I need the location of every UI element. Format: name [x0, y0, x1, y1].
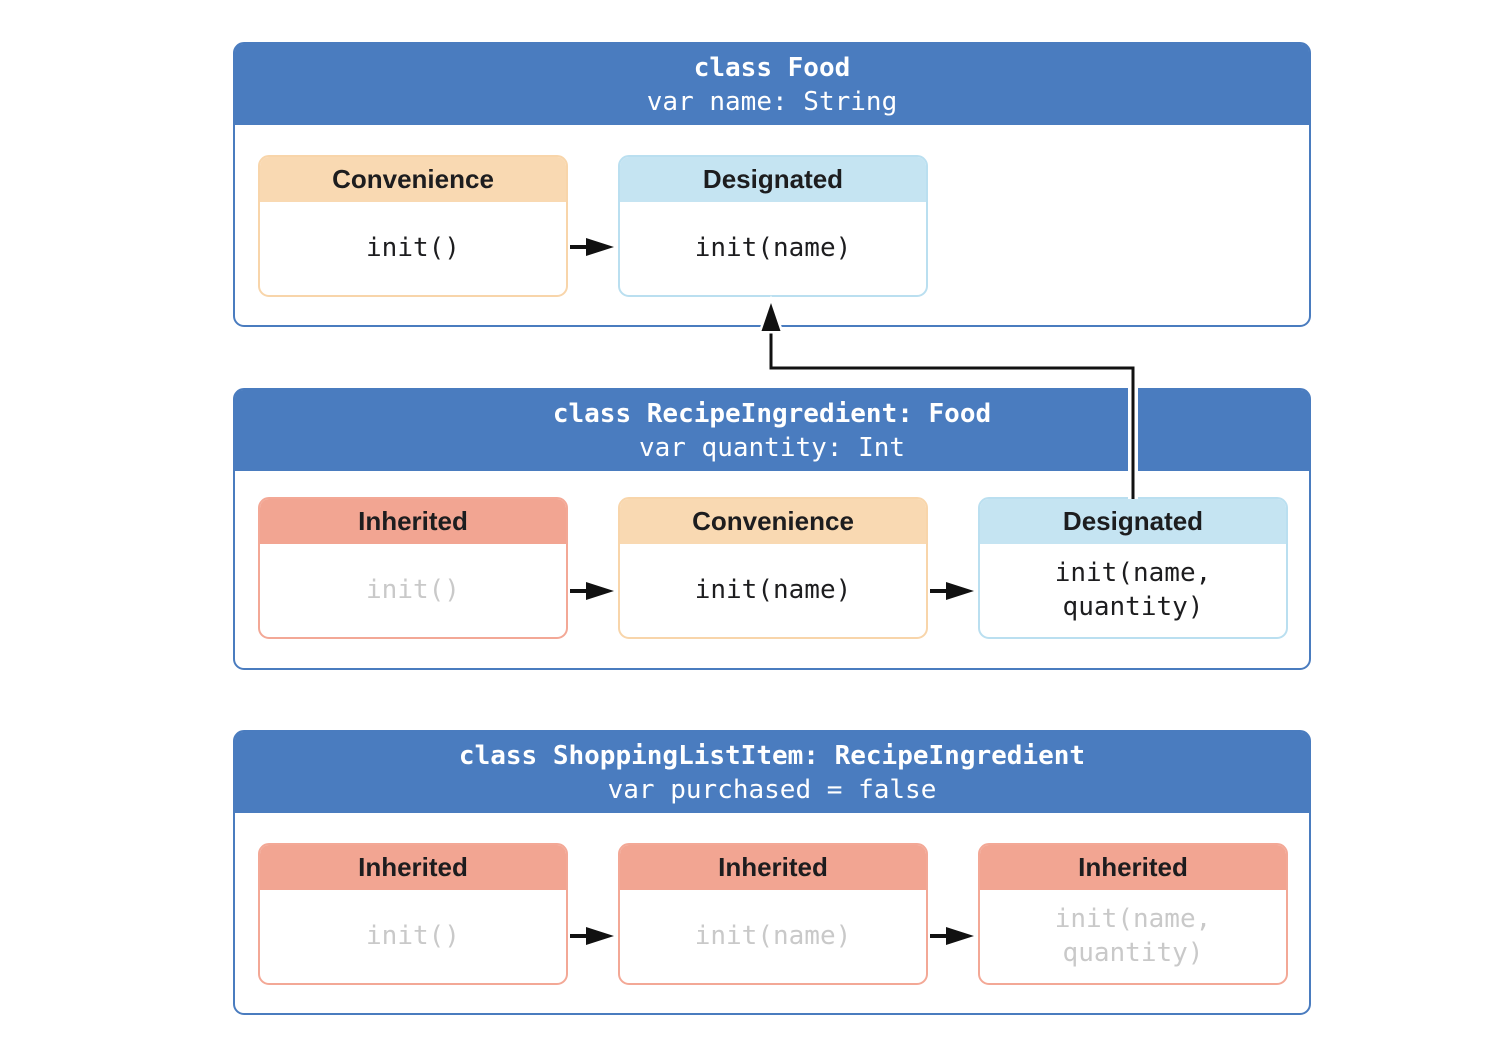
recipe-designated-init-box: Designated init(name, quantity): [978, 497, 1288, 639]
class-food-header: class Food var name: String: [235, 44, 1309, 125]
recipe-designated-code: init(name, quantity): [1054, 558, 1212, 622]
class-food-title: class Food: [693, 52, 851, 83]
class-shoppinglistitem-header: class ShoppingListItem: RecipeIngredient…: [235, 732, 1309, 813]
class-recipeingredient-subtitle: var quantity: Int: [638, 432, 906, 463]
shopping-inherited1-init-box: Inherited init(): [258, 843, 568, 985]
shopping-inherited3-init-box: Inherited init(name, quantity): [978, 843, 1288, 985]
recipe-convenience-init-box: Convenience init(name): [618, 497, 928, 639]
class-food-subtitle: var name: String: [646, 86, 898, 117]
shopping-inherited2-init-box: Inherited init(name): [618, 843, 928, 985]
recipe-designated-label: Designated: [980, 499, 1286, 544]
food-convenience-init-box: Convenience init(): [258, 155, 568, 297]
food-designated-label: Designated: [620, 157, 926, 202]
shopping-inherited2-label: Inherited: [620, 845, 926, 890]
food-convenience-code: init(): [366, 233, 460, 263]
recipe-inherited-label: Inherited: [260, 499, 566, 544]
food-designated-code: init(name): [694, 233, 852, 263]
recipe-convenience-code: init(name): [694, 575, 852, 605]
shopping-inherited3-label: Inherited: [980, 845, 1286, 890]
food-convenience-label: Convenience: [260, 157, 566, 202]
shopping-inherited2-code: init(name): [694, 921, 852, 951]
recipe-inherited-init-box: Inherited init(): [258, 497, 568, 639]
class-recipeingredient-header: class RecipeIngredient: Food var quantit…: [235, 390, 1309, 471]
class-shoppinglistitem-subtitle: var purchased = false: [607, 774, 937, 805]
shopping-inherited3-code: init(name, quantity): [1054, 904, 1212, 968]
recipe-inherited-code: init(): [366, 575, 460, 605]
class-recipeingredient-title: class RecipeIngredient: Food: [552, 398, 992, 429]
recipe-convenience-label: Convenience: [620, 499, 926, 544]
shopping-inherited1-label: Inherited: [260, 845, 566, 890]
food-designated-init-box: Designated init(name): [618, 155, 928, 297]
shopping-inherited1-code: init(): [366, 921, 460, 951]
class-shoppinglistitem-title: class ShoppingListItem: RecipeIngredient: [458, 740, 1086, 771]
